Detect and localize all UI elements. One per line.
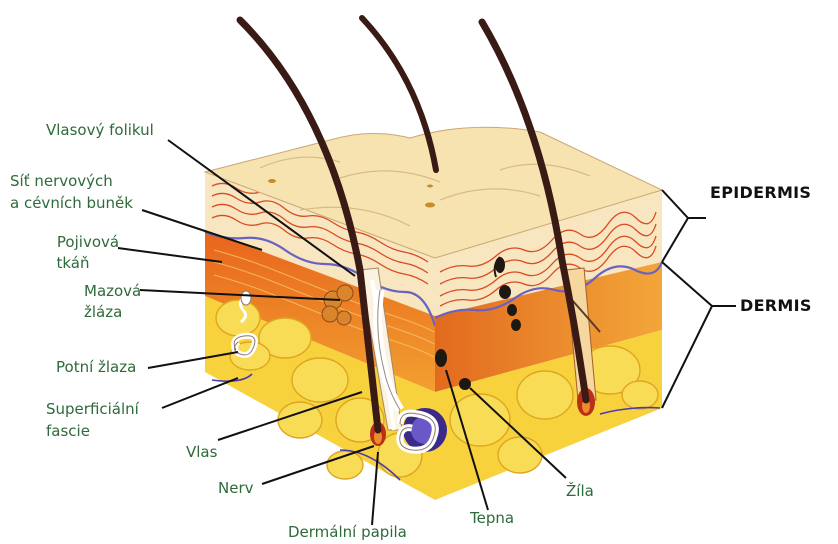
label-artery: Tepna <box>470 509 514 528</box>
layer-label-epidermis: EPIDERMIS <box>710 183 811 202</box>
label-sweat-gland: Potní žlaza <box>56 358 136 377</box>
label-fascia-line2: fascie <box>46 422 90 441</box>
label-connective-line2: tkáň <box>48 254 98 273</box>
label-dermal-papilla: Dermální papila <box>288 523 407 542</box>
label-sebaceous-line2: žláza <box>84 303 122 322</box>
label-hair: Vlas <box>186 443 217 462</box>
label-vein: Žíla <box>566 482 594 501</box>
label-sebaceous-line1: Mazová <box>84 282 141 301</box>
label-hair-follicle: Vlasový folikul <box>46 121 154 140</box>
label-connective-line1: Pojivová <box>48 233 128 252</box>
label-nerve: Nerv <box>218 479 254 498</box>
label-fascia-line1: Superficiální <box>46 400 139 419</box>
layer-label-dermis: DERMIS <box>740 296 812 315</box>
label-nerve-network-line2: a cévních buněk <box>10 194 133 213</box>
label-nerve-network-line1: Síť nervových <box>10 172 113 191</box>
